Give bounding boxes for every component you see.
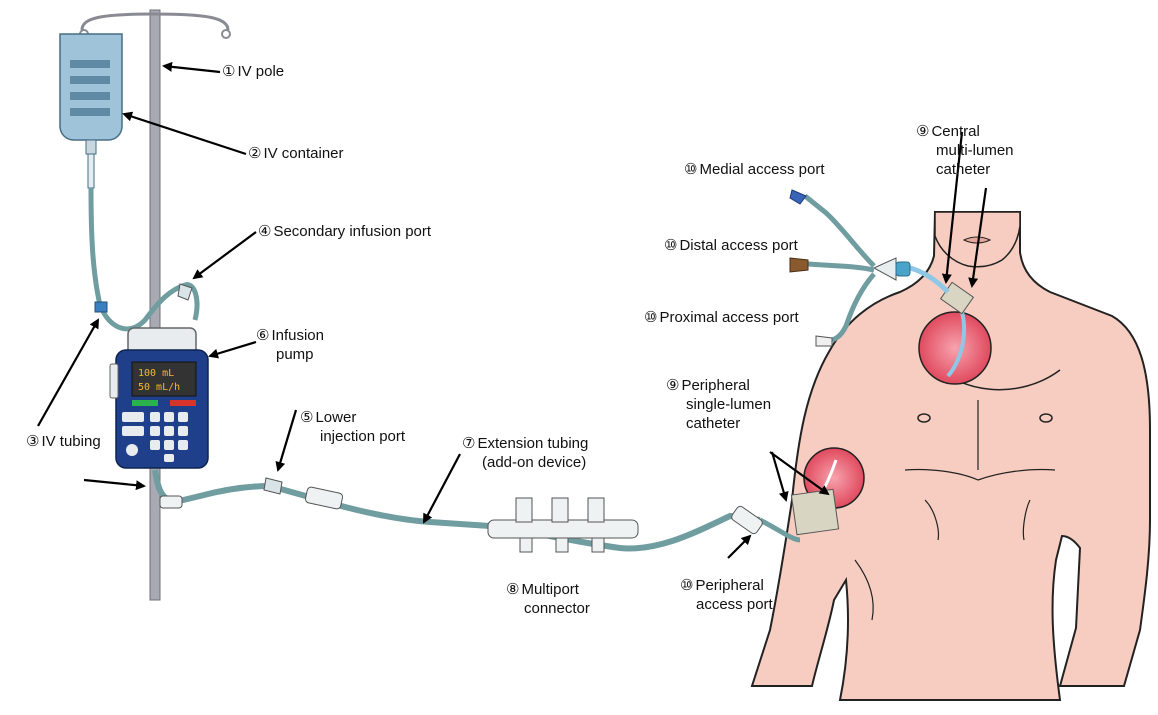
arrow-iv-tubing bbox=[38, 320, 98, 426]
pump-power-icon bbox=[126, 444, 138, 456]
manifold-stopcock-1 bbox=[520, 538, 532, 552]
arrow-infusion-pump bbox=[210, 342, 256, 356]
arrow-iv-tubing-lower bbox=[84, 480, 144, 486]
manifold-stopcock-2 bbox=[556, 538, 568, 552]
arrow-iv-container bbox=[124, 114, 246, 154]
catheter-hub bbox=[874, 258, 896, 280]
distal-cap-icon bbox=[790, 258, 808, 272]
manifold-port-1 bbox=[516, 498, 532, 522]
extension-connector bbox=[305, 486, 344, 509]
manifold-body bbox=[488, 520, 638, 538]
roller-clamp bbox=[95, 302, 107, 312]
multiport-connector-graphic bbox=[488, 498, 638, 552]
medial-cap-icon bbox=[790, 190, 806, 204]
right-hook bbox=[222, 30, 230, 38]
bag-label-4 bbox=[70, 108, 110, 116]
proximal-cap-icon bbox=[816, 336, 832, 346]
iv-bag bbox=[60, 34, 122, 188]
distal-lumen bbox=[808, 264, 874, 270]
bag-label-1 bbox=[70, 60, 110, 68]
peripheral-dressing bbox=[791, 489, 838, 534]
arrow-secondary-port bbox=[194, 232, 256, 278]
arrow-extension-tubing bbox=[424, 454, 460, 522]
bag-label-3 bbox=[70, 92, 110, 100]
drip-chamber bbox=[88, 154, 94, 188]
arrow-iv-pole bbox=[164, 66, 220, 72]
pump-side-knob bbox=[110, 364, 118, 398]
lower-injection-port-graphic bbox=[264, 478, 282, 494]
lower-tubing bbox=[155, 470, 760, 548]
manifold-stopcock-3 bbox=[592, 538, 604, 552]
pump-outlet-connector bbox=[160, 496, 182, 508]
central-vein-magnifier bbox=[919, 312, 991, 384]
pump-stop-button bbox=[170, 400, 196, 406]
catheter-hub-clamp bbox=[896, 262, 910, 276]
arrow-peripheral-access-port bbox=[728, 536, 750, 558]
pump-screen-line2: 50 mL/h bbox=[138, 382, 180, 393]
bag-body bbox=[60, 34, 122, 140]
infusion-pump-graphic: 100 mL 50 mL/h bbox=[110, 328, 208, 468]
mouth bbox=[964, 237, 990, 243]
bag-spike bbox=[86, 140, 96, 154]
pump-start-button bbox=[132, 400, 158, 406]
manifold-port-2 bbox=[552, 498, 568, 522]
peripheral-port-connector bbox=[730, 505, 764, 535]
arrow-lower-injection-port bbox=[278, 410, 296, 470]
bag-label-2 bbox=[70, 76, 110, 84]
manifold-port-3 bbox=[588, 498, 604, 522]
pump-screen-line1: 100 mL bbox=[138, 368, 174, 379]
medial-lumen bbox=[805, 196, 874, 266]
